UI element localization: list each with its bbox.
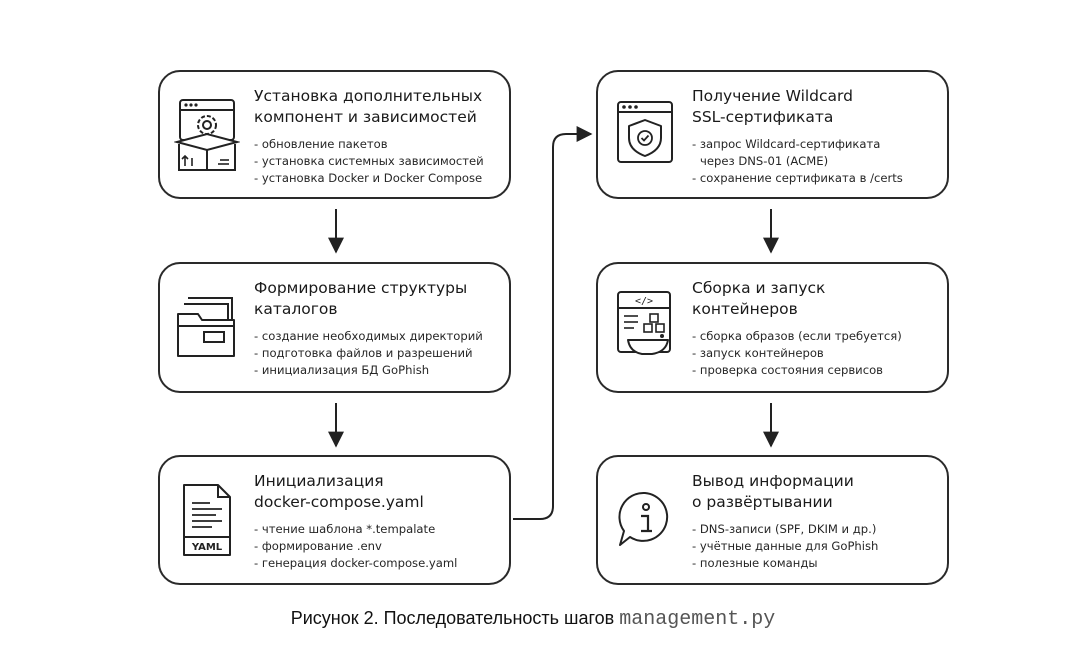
step-items: обновление пакетов установка системных з… [254,136,503,187]
step-title: Установка дополнительных компонент и зав… [254,87,483,126]
step-items: запрос Wildcard-сертификата через DNS-01… [692,136,941,187]
step-item: сохранение сертификата в /certs [692,170,941,187]
step-title: Получение Wildcard SSL-сертификата [692,87,853,126]
step-items: чтение шаблона *.tempalate формирование … [254,521,503,572]
step-items: создание необходимых директорий подготов… [254,328,503,379]
arrow-step3-to-step4 [513,126,593,520]
step-item: DNS-записи (SPF, DKIM и др.) [692,521,941,538]
step-item: создание необходимых директорий [254,328,503,345]
folders-icon [177,297,235,357]
step-item: генерация docker-compose.yaml [254,555,503,572]
step-item: запуск контейнеров [692,345,941,362]
shield-window-icon [617,101,673,163]
step-title: Формирование структуры каталогов [254,279,468,318]
step-item: запрос Wildcard-сертификата [692,136,941,153]
step-item: установка системных зависимостей [254,153,503,170]
step-card-build-containers: </> Сборка и запуск контейнеров сборка о… [596,262,949,393]
step-item: чтение шаблона *.tempalate [254,521,503,538]
step-title: Сборка и запуск контейнеров [692,279,826,318]
step-item: сборка образов (если требуется) [692,328,941,345]
yaml-file-icon: YAML [183,484,231,556]
step-card-init-compose: YAML Инициализация docker-compose.yaml ч… [158,455,511,585]
caption-text: Рисунок 2. Последовательность шагов [290,608,615,628]
step-items: сборка образов (если требуется) запуск к… [692,328,941,379]
step-card-ssl-certificate: Получение Wildcard SSL-сертификата запро… [596,70,949,199]
yaml-label: YAML [191,542,223,553]
step-title: Вывод информации о развёртывании [692,472,854,511]
code-label: </> [635,296,653,307]
step-item: инициализация БД GoPhish [254,362,503,379]
step-item: подготовка файлов и разрешений [254,345,503,362]
step-item: полезные команды [692,555,941,572]
step-item: через DNS-01 (ACME) [700,154,829,168]
step-item: обновление пакетов [254,136,503,153]
step-card-install-deps: Установка дополнительных компонент и зав… [158,70,511,199]
settings-box-icon [174,99,240,171]
step-item: проверка состояния сервисов [692,362,941,379]
step-item: формирование .env [254,538,503,555]
step-card-deployment-info: Вывод информации о развёртывании DNS-зап… [596,455,949,585]
step-title: Инициализация docker-compose.yaml [254,472,424,511]
step-card-directory-structure: Формирование структуры каталогов создани… [158,262,511,393]
code-containers-icon: </> [617,291,671,355]
figure-caption: Рисунок 2. Последовательность шагов mana… [0,608,1066,631]
info-chat-icon [618,491,669,546]
step-item: установка Docker и Docker Compose [254,170,503,187]
step-items: DNS-записи (SPF, DKIM и др.) учётные дан… [692,521,941,572]
caption-code: management.py [619,608,776,631]
step-item: учётные данные для GoPhish [692,538,941,555]
